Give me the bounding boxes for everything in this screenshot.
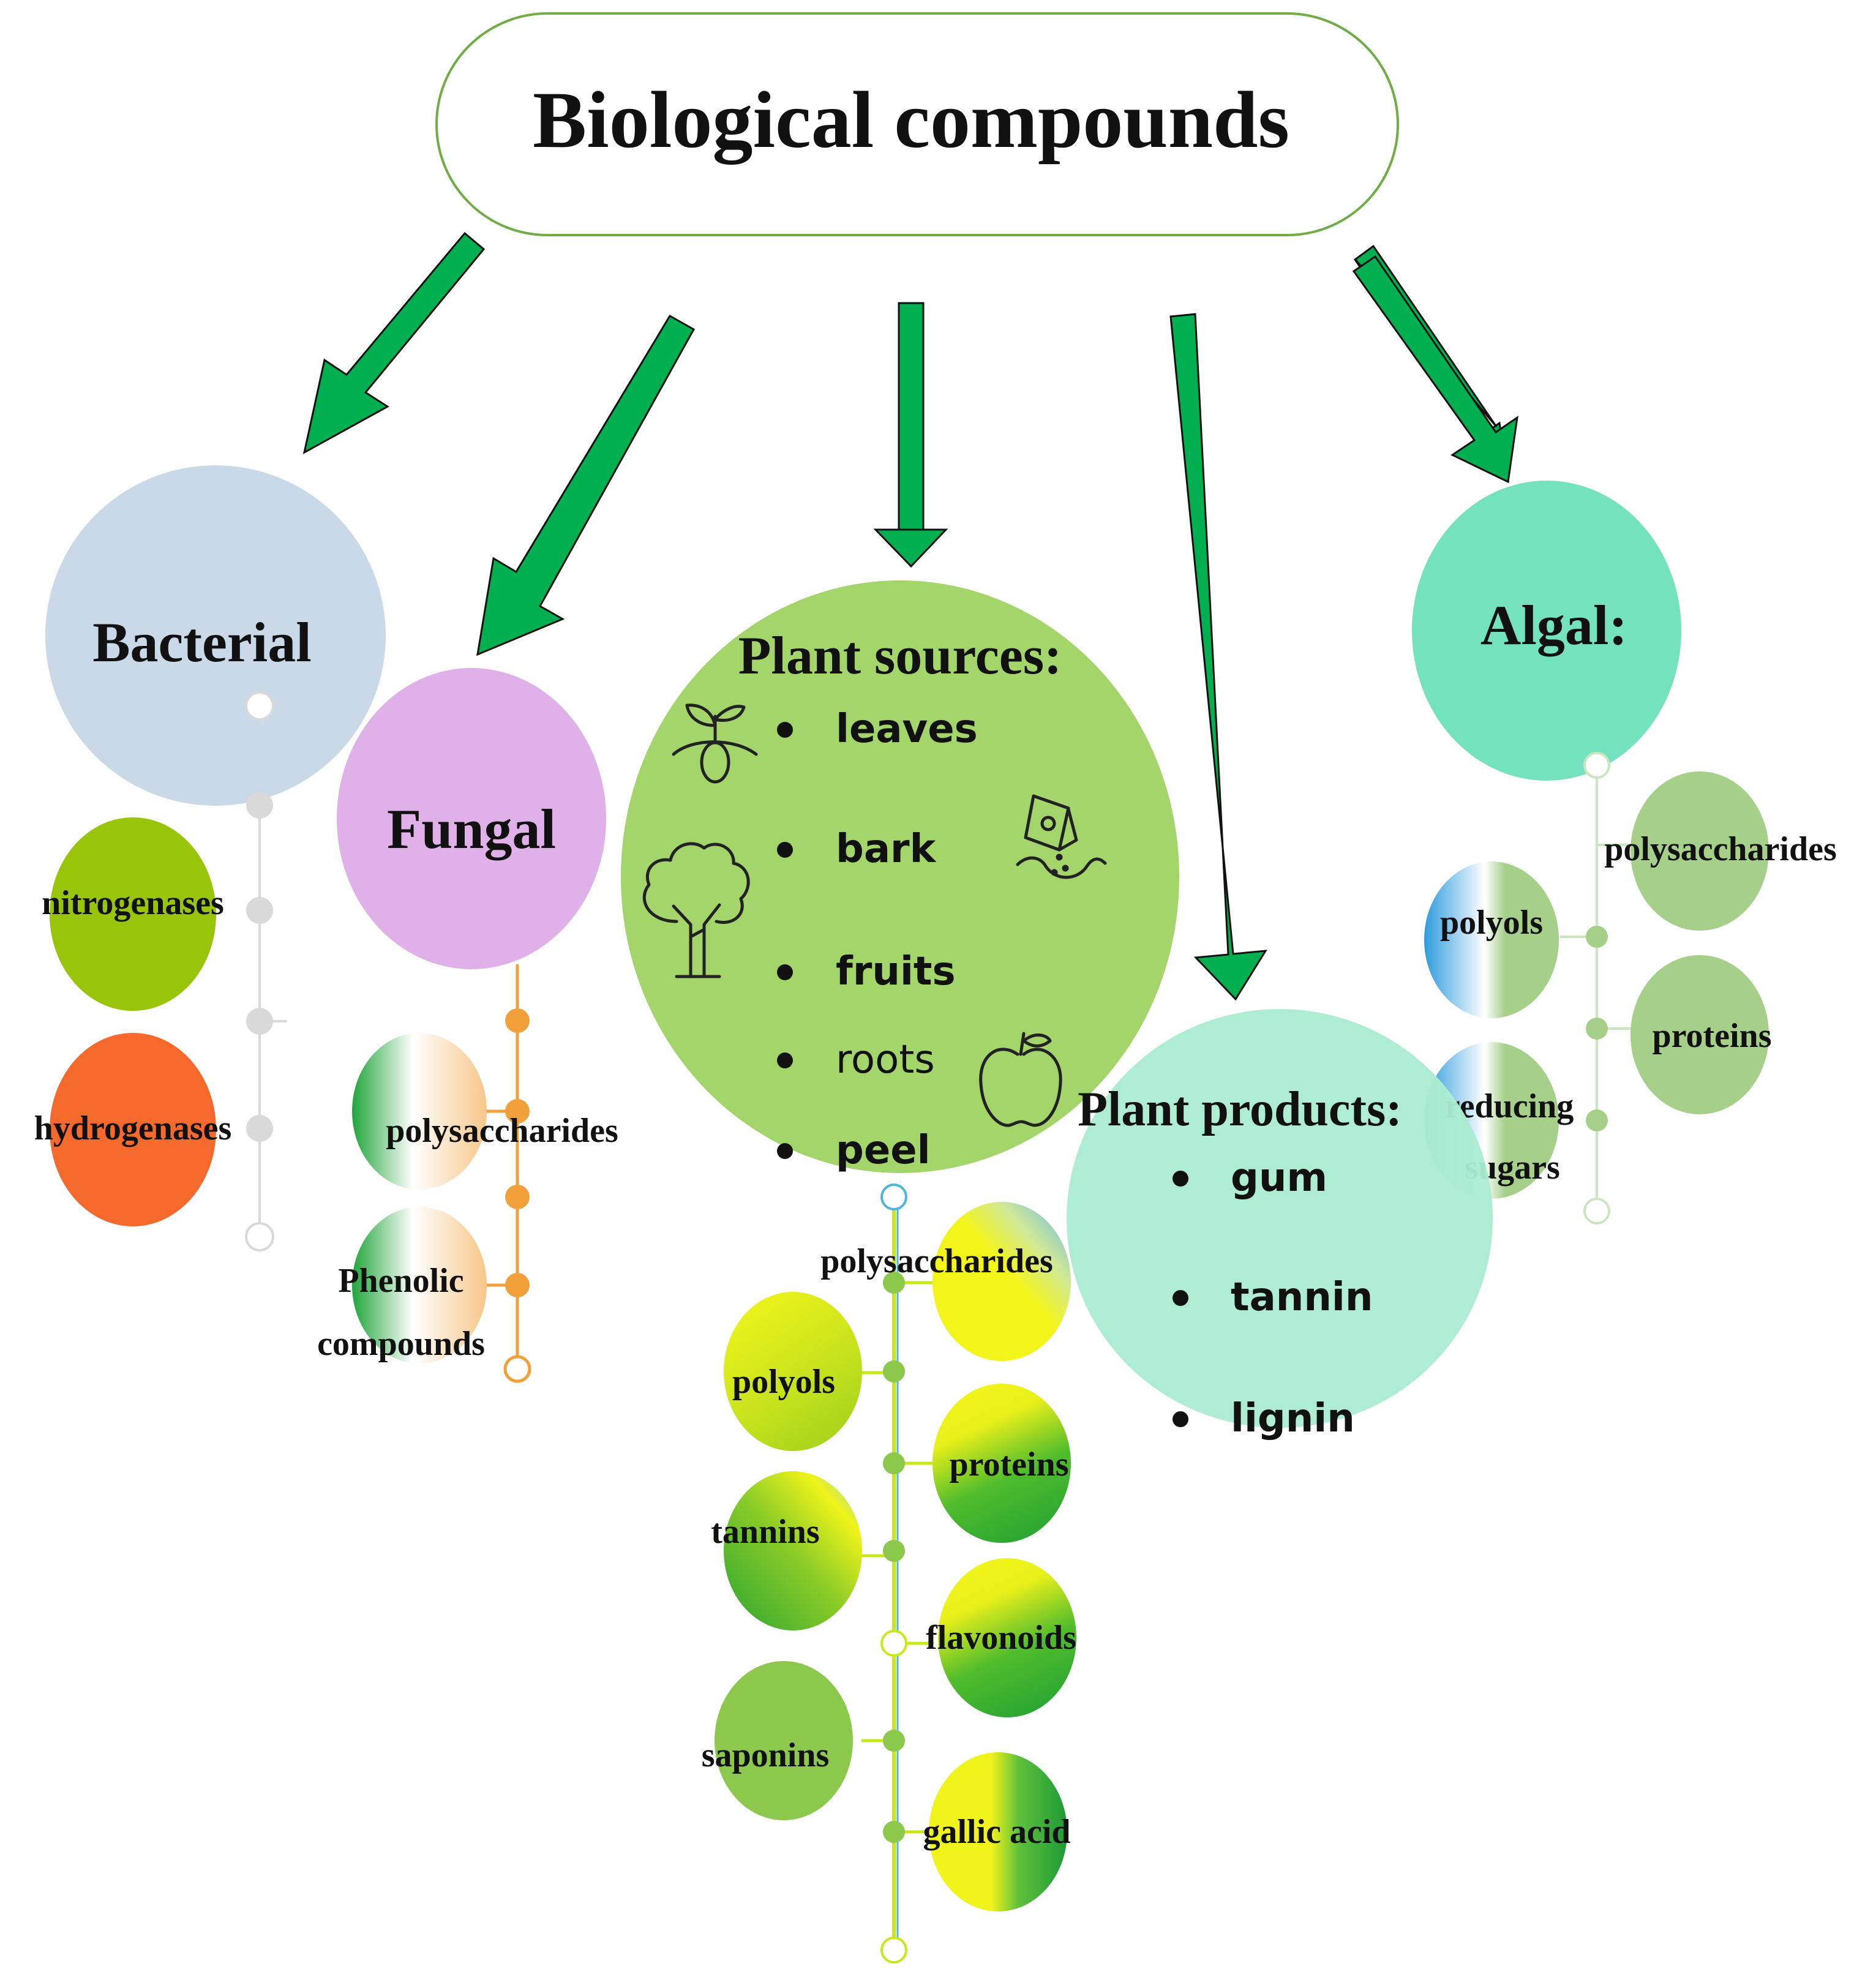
bullet bbox=[777, 964, 793, 980]
plant-product-item: tannin bbox=[1231, 1275, 1373, 1320]
plant-products-label: Plant products: bbox=[1078, 1082, 1402, 1136]
compound-label-fungal-polysaccharides: polysaccharides bbox=[386, 1112, 618, 1150]
tree-icon bbox=[642, 842, 750, 978]
compound-label-algal-polyols: polyols bbox=[1440, 904, 1543, 942]
compound-label-plant-flavonoids: flavonoids bbox=[926, 1619, 1076, 1657]
compound-label-hydrogenases: hydrogenases bbox=[34, 1109, 232, 1147]
plant-products-group: Plant products: gum tannin lignin bbox=[1067, 1009, 1493, 1441]
bullet bbox=[777, 1052, 793, 1068]
nitrogenases-node bbox=[50, 817, 216, 1011]
compound-label-plant-saponins: saponins bbox=[702, 1736, 830, 1774]
phenolic-compounds-node bbox=[352, 1207, 487, 1363]
algal-polysaccharides-node bbox=[1630, 771, 1769, 931]
compound-label-plant-gallic-acid: gallic acid bbox=[923, 1813, 1070, 1851]
plant-source-item: roots bbox=[836, 1037, 935, 1082]
bullet bbox=[1173, 1171, 1188, 1187]
plant-polyols-node bbox=[724, 1292, 862, 1451]
hydrogenases-node bbox=[50, 1033, 216, 1226]
fungal-label: Fungal bbox=[387, 798, 556, 860]
compound-label-plant-proteins: proteins bbox=[950, 1446, 1069, 1483]
arrow-to-plant-sources bbox=[873, 302, 948, 568]
plant-product-item: gum bbox=[1231, 1155, 1327, 1201]
compound-label-algal-polysaccharides: polysaccharides bbox=[1604, 830, 1837, 868]
plant-source-item: fruits bbox=[836, 949, 956, 994]
diagram-title: Biological compounds bbox=[533, 75, 1289, 165]
plant-source-item: peel bbox=[836, 1128, 931, 1173]
plant-sources-group: Plant sources: leaves bark fruits roots … bbox=[621, 580, 1179, 1173]
bullet bbox=[777, 722, 793, 738]
plant-product-item: lignin bbox=[1231, 1396, 1355, 1441]
compound-label-phenolic: Phenolic bbox=[338, 1262, 463, 1300]
plant-saponins-node bbox=[715, 1661, 853, 1820]
arrow-to-bacterial bbox=[302, 231, 486, 454]
arrow-to-algal-body bbox=[1352, 255, 1518, 484]
compound-label-algal-proteins: proteins bbox=[1653, 1017, 1772, 1055]
arrow-to-fungal bbox=[476, 314, 696, 656]
bacterial-category-circle bbox=[45, 465, 386, 806]
seed-packet-icon bbox=[1016, 794, 1107, 879]
plant-source-item: bark bbox=[836, 827, 937, 872]
plant-polysaccharides-node bbox=[933, 1202, 1071, 1361]
plant-proteins-node bbox=[933, 1384, 1071, 1543]
plant-products-category-circle bbox=[1067, 1009, 1493, 1428]
fungal-category-circle bbox=[337, 668, 606, 969]
bullet bbox=[1173, 1411, 1188, 1427]
sprout-icon bbox=[672, 703, 758, 784]
algal-polyols-node bbox=[1424, 861, 1559, 1018]
bullet bbox=[1173, 1290, 1188, 1306]
title-box bbox=[435, 12, 1399, 236]
plant-flavonoids-node bbox=[938, 1558, 1076, 1717]
algal-label: Algal: bbox=[1480, 594, 1627, 656]
plant-sources-category-circle bbox=[621, 580, 1179, 1173]
plant-source-item: leaves bbox=[836, 707, 978, 752]
compound-label-plant-tannins: tannins bbox=[711, 1513, 819, 1551]
plant-sources-label: Plant sources: bbox=[738, 626, 1062, 686]
bacterial-label: Bacterial bbox=[92, 611, 312, 673]
plant-sources-chain: polysaccharides polyols proteins tannins… bbox=[702, 1183, 1076, 1964]
compound-label-nitrogenases: nitrogenases bbox=[42, 884, 224, 922]
fungal-group: Fungal polysaccharides Phenolic compound… bbox=[317, 668, 618, 1383]
plant-gallic-acid-node bbox=[929, 1752, 1067, 1911]
bullet bbox=[777, 842, 793, 858]
plant-tannins-node bbox=[724, 1471, 862, 1630]
algal-category-circle bbox=[1412, 481, 1681, 781]
algal-proteins-node bbox=[1630, 955, 1769, 1114]
arrow-to-plant-products bbox=[1169, 313, 1267, 1001]
compound-label-plant-polyols: polyols bbox=[732, 1363, 835, 1401]
compound-label-compounds: compounds bbox=[317, 1325, 485, 1363]
compound-label-plant-polysaccharides: polysaccharides bbox=[820, 1242, 1053, 1280]
apple-icon bbox=[979, 1032, 1062, 1127]
fungal-polysaccharides-node bbox=[352, 1033, 487, 1190]
algal-group: Algal: polysaccharides polyols proteins … bbox=[1412, 481, 1837, 1225]
bacterial-group: Bacterial nitrogenases hydrogenases bbox=[34, 465, 386, 1251]
bullet bbox=[777, 1143, 793, 1159]
